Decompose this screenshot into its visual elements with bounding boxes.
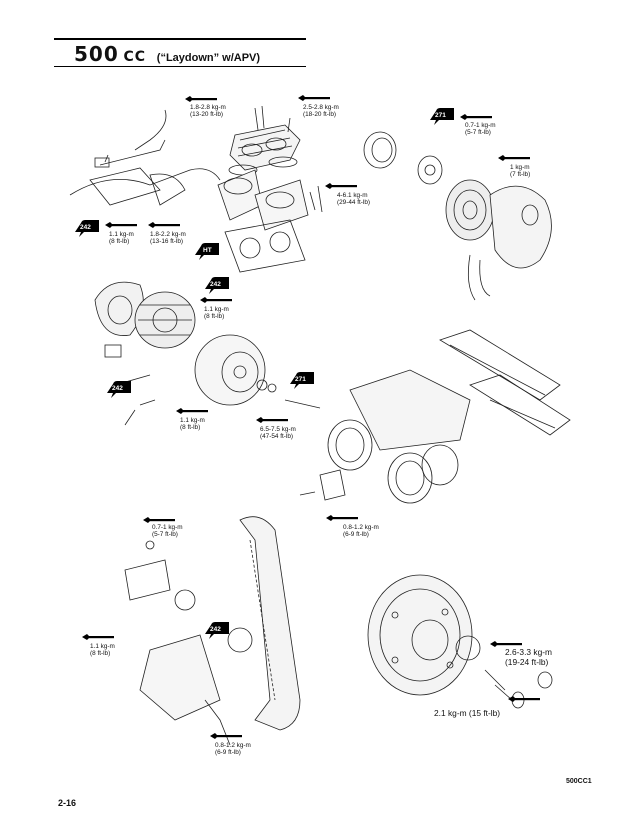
page-number: 2-16 — [58, 798, 77, 808]
torque-spec-6: 1.1 kg-m(8 ft-lb) — [109, 231, 134, 246]
torque-spec-5: 4-6.1 kg-m(29-44 ft-lb) — [337, 192, 371, 207]
svg-text:242: 242 — [112, 385, 123, 392]
header-rule-bottom — [54, 66, 306, 67]
sealant-badges: 271 242 HT 242 242 271 242 — [75, 108, 454, 639]
svg-text:271: 271 — [435, 112, 446, 119]
svg-text:242: 242 — [210, 281, 221, 288]
torque-spec-15: 2.1 kg-m (15 ft-lb) — [434, 708, 501, 718]
svg-text:HT: HT — [203, 247, 212, 254]
torque-spec-1: 1.8-2.8 kg-m(13-20 ft-lb) — [190, 104, 226, 119]
title-main: 500 — [74, 42, 119, 66]
torque-spec-3: 0.7-1 kg-m(5-7 ft-lb) — [465, 122, 496, 137]
svg-text:242: 242 — [210, 626, 221, 633]
figure-code: 500CC1 — [566, 778, 592, 785]
title-sub: (“Laydown” w/APV) — [156, 52, 261, 64]
torque-spec-2: 2.5-2.8 kg-m(18-20 ft-lb) — [303, 104, 339, 119]
header-rule-top — [54, 38, 306, 40]
torque-spec-7: 1.8-2.2 kg-m(13-16 ft-lb) — [150, 231, 186, 246]
water-pump-group — [124, 516, 301, 746]
torque-spec-10: 6.5-7.5 kg-m(47-54 ft-lb) — [260, 426, 296, 441]
engine-top-group — [69, 105, 323, 273]
torque-spec-13: 1.1 kg-m(8 ft-lb) — [90, 643, 115, 658]
torque-spec-9: 1.1 kg-m(8 ft-lb) — [180, 417, 205, 432]
torque-spec-11: 0.8-1.2 kg-m(6-9 ft-lb) — [343, 524, 379, 539]
page-title: 500 CC (“Laydown” w/APV) — [74, 42, 260, 66]
magneto-group — [94, 281, 321, 426]
torque-spec-16: 0.8-1.2 kg-m(6-9 ft-lb) — [215, 742, 251, 757]
title-cc: CC — [123, 49, 147, 65]
intake-group — [299, 329, 571, 504]
torque-spec-12: 0.7-1 kg-m(5-7 ft-lb) — [152, 524, 183, 539]
drive-clutch-group — [367, 574, 553, 709]
torque-spec-14: 2.6-3.3 kg-m(19-24 ft-lb) — [505, 647, 553, 667]
torque-spec-4: 1 kg-m(7 ft-lb) — [510, 164, 531, 179]
torque-spec-8: 1.1 kg-m(8 ft-lb) — [204, 306, 229, 321]
svg-text:242: 242 — [80, 224, 91, 231]
recoil-starter-group — [363, 131, 552, 301]
svg-text:271: 271 — [295, 376, 306, 383]
